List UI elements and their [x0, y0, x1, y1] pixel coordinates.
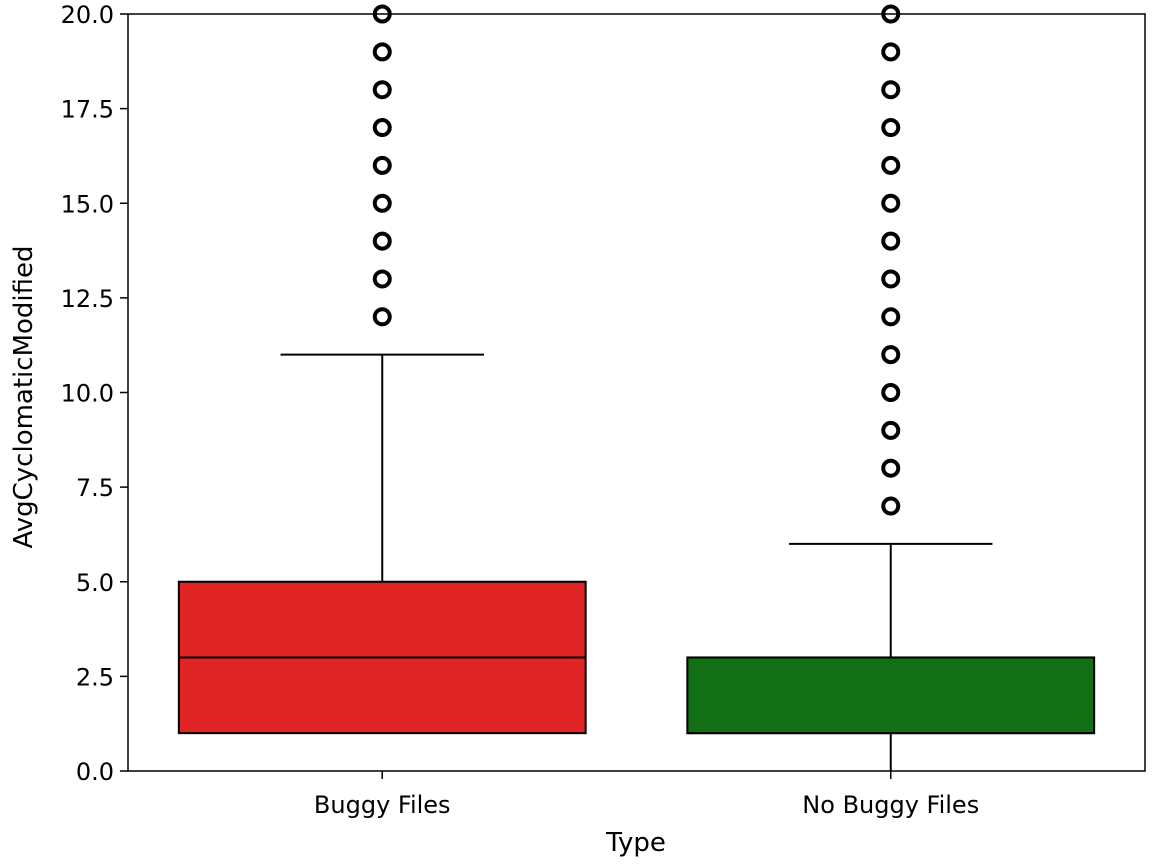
outlier-point: [881, 80, 901, 100]
outlier-point: [881, 269, 901, 289]
x-tick-label: Buggy Files: [314, 791, 451, 819]
outlier-point: [881, 458, 901, 478]
outlier-point: [881, 420, 901, 440]
outlier-point: [372, 80, 392, 100]
iqr-box: [686, 656, 1096, 735]
outlier-point: [372, 269, 392, 289]
outlier-point: [372, 42, 392, 62]
outlier-point: [881, 496, 901, 516]
y-tick-label: 12.5: [61, 285, 114, 313]
outlier-point: [881, 193, 901, 213]
y-axis-title: AvgCyclomaticModified: [9, 245, 39, 548]
y-tick-label: 15.0: [61, 190, 114, 218]
outlier-point: [372, 118, 392, 138]
x-axis-title: Type: [605, 828, 666, 858]
outlier-point: [372, 307, 392, 327]
outlier-point: [881, 42, 901, 62]
outlier-point: [881, 345, 901, 365]
outlier-point: [881, 231, 901, 251]
box-group: [177, 4, 587, 735]
y-tick-label: 20.0: [61, 1, 114, 29]
outlier-point: [372, 193, 392, 213]
outlier-point: [881, 383, 901, 402]
box-group: [686, 4, 1096, 772]
outlier-point: [881, 307, 901, 327]
outlier-point: [372, 155, 392, 175]
plot-content: [177, 4, 1096, 772]
y-tick-label: 17.5: [61, 96, 114, 124]
x-tick-label: No Buggy Files: [802, 791, 979, 819]
y-tick-label: 0.0: [76, 758, 114, 786]
outlier-point: [372, 231, 392, 251]
outlier-point: [881, 155, 901, 175]
y-axis: 0.0 2.5 5.0 7.5 10.0 12.5 15.0 17.5 20.0: [61, 1, 128, 786]
y-tick-label: 2.5: [76, 663, 114, 691]
y-tick-label: 5.0: [76, 569, 114, 597]
x-axis: Buggy Files No Buggy Files: [314, 771, 979, 819]
y-tick-label: 7.5: [76, 474, 114, 502]
y-tick-label: 10.0: [61, 380, 114, 408]
outlier-point: [881, 118, 901, 138]
